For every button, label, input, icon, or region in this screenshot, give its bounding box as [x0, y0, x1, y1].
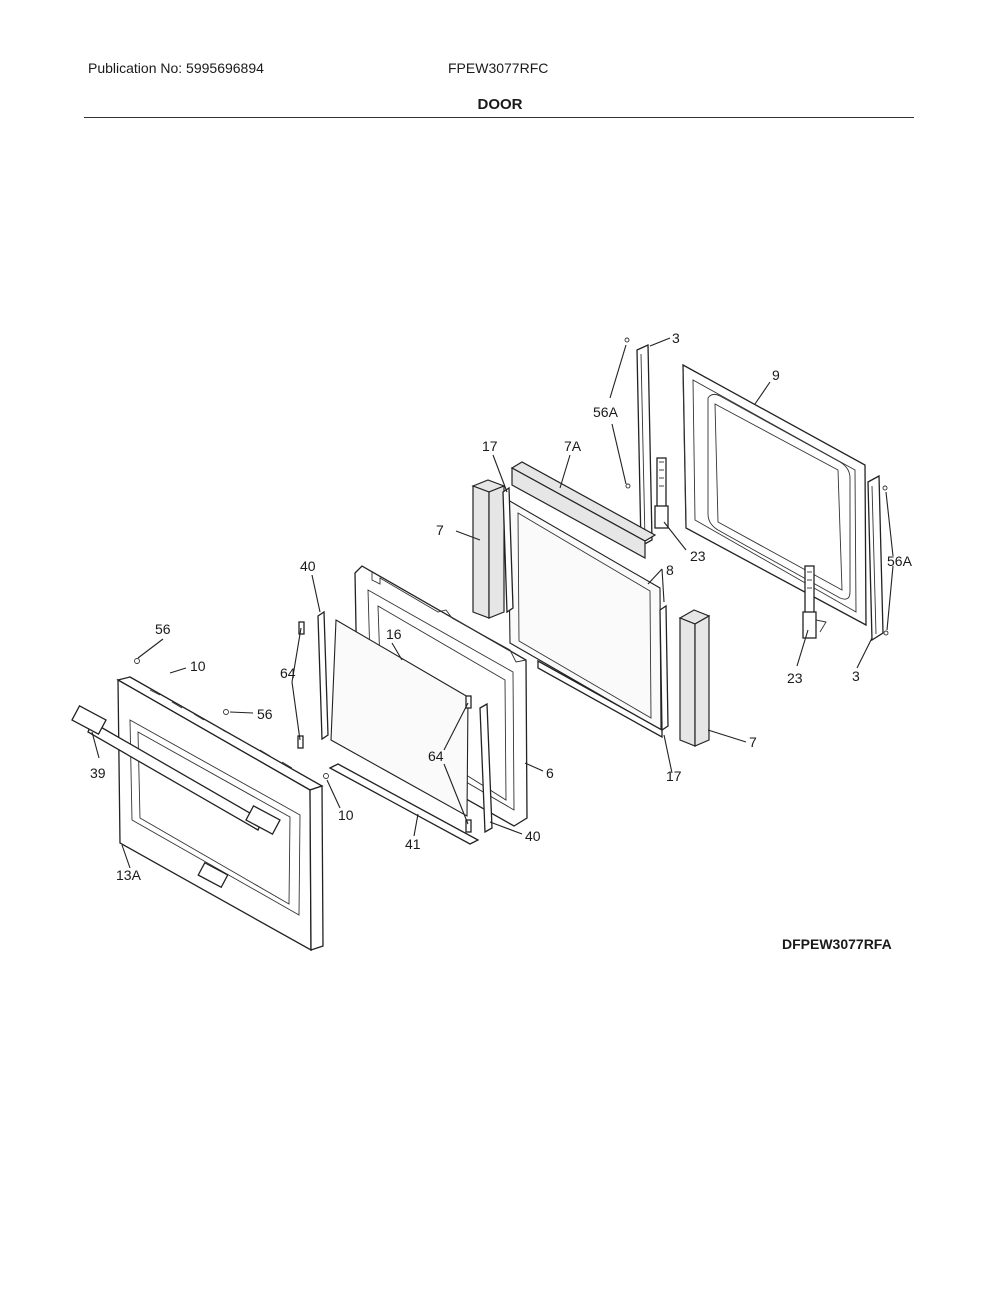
- leader-lines: [91, 337, 894, 869]
- section-title: DOOR: [477, 96, 523, 113]
- hinge-upper: [654, 457, 669, 529]
- callout-10-top: 10: [190, 658, 206, 674]
- callout-23-bottom: 23: [787, 670, 803, 686]
- callout-3-bottom: 3: [852, 668, 860, 684]
- callout-13a: 13A: [116, 867, 142, 883]
- callout-8: 8: [666, 562, 674, 578]
- callout-40-top: 40: [300, 558, 316, 574]
- screw-10-bottom: [323, 773, 329, 779]
- spacer-left-lower: [297, 735, 304, 749]
- callout-56-top: 56: [155, 621, 171, 637]
- callout-9: 9: [772, 367, 780, 383]
- callout-40-bottom: 40: [525, 828, 541, 844]
- callout-56-mid: 56: [257, 706, 273, 722]
- spacer-right-upper: [465, 695, 472, 709]
- glass-trim-upper: [502, 486, 514, 614]
- inner-glass: [330, 619, 469, 817]
- diagram-code: DFPEW3077RFA: [782, 936, 892, 952]
- glass-retainer-left: [317, 610, 329, 741]
- callout-56a-left: 56A: [593, 404, 619, 420]
- insulation-top: [510, 461, 657, 560]
- publication-number: Publication No: 5995696894: [88, 60, 264, 76]
- door-handle: [71, 705, 281, 835]
- callout-17-bottom: 17: [666, 768, 682, 784]
- callout-labels: 3 9 56A 17 7A 7 23 56A 8 40 56 10 16 64 …: [90, 330, 913, 883]
- screw-56-top: [134, 658, 140, 664]
- callout-56a-right: 56A: [887, 553, 913, 569]
- callout-10-bottom: 10: [338, 807, 354, 823]
- callout-7-left: 7: [436, 522, 444, 538]
- right-side-channel: [867, 474, 889, 642]
- header-rule: [84, 117, 914, 118]
- hinge-side-bracket: [624, 337, 653, 548]
- callout-7-right: 7: [749, 734, 757, 750]
- model-number: FPEW3077RFC: [448, 60, 549, 76]
- callout-16: 16: [386, 626, 402, 642]
- outer-door-panel: [116, 676, 324, 952]
- callout-17-top: 17: [482, 438, 498, 454]
- callout-64-mid: 64: [428, 748, 444, 764]
- callout-7a: 7A: [564, 438, 582, 454]
- brand-badge: [197, 861, 229, 889]
- insulation-right: [678, 609, 711, 747]
- callout-41: 41: [405, 836, 421, 852]
- glass-trim-lower: [537, 604, 669, 739]
- inner-door-liner: [682, 363, 867, 627]
- insulation-left: [471, 479, 506, 619]
- spacer-left-upper: [298, 621, 305, 635]
- callout-3-top: 3: [672, 330, 680, 346]
- hinge-lower: [802, 565, 827, 639]
- callout-6: 6: [546, 765, 554, 781]
- callout-23-top: 23: [690, 548, 706, 564]
- callout-64-left: 64: [280, 665, 296, 681]
- spacer-right-lower: [465, 819, 472, 833]
- vent-slots: [149, 689, 293, 769]
- bottom-trim: [328, 763, 480, 845]
- callout-39: 39: [90, 765, 106, 781]
- glass-retainer-right: [479, 702, 493, 834]
- screw-56-mid: [223, 709, 229, 715]
